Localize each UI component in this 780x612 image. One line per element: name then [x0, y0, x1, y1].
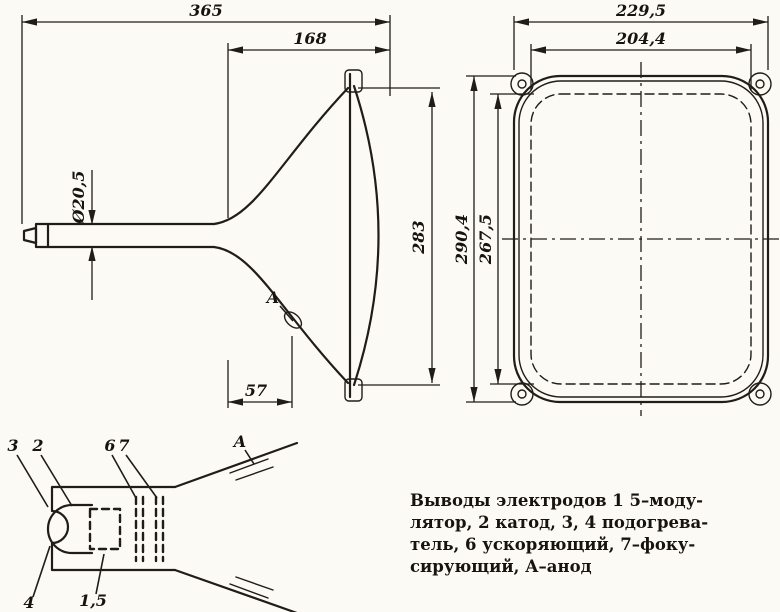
dim-label-overall-height: 290,4: [452, 214, 471, 265]
gun-pin: [22, 226, 38, 245]
ear-hole-bottom-right: [755, 389, 765, 399]
mounting-lug-top: [344, 69, 363, 93]
dim-label-anode-offset: 57: [245, 381, 267, 400]
pin-label-1-5: 1,5: [79, 591, 107, 610]
caption-line-3: тель, 6 ускоряющий, 7–фоку-: [410, 535, 696, 554]
dim-label-useful-height: 267,5: [476, 214, 495, 265]
leader-pin-6: [111, 454, 137, 499]
pin-label-anode: A: [232, 432, 246, 451]
pin-label-7: 7: [118, 436, 129, 455]
pin-label-3: 3: [7, 436, 18, 455]
ear-top-right: [748, 72, 772, 96]
cone-bottom-line: [212, 245, 350, 385]
ear-hole-top-right: [755, 79, 765, 89]
pin-label-2: 2: [31, 436, 43, 455]
ear-bottom-right: [748, 382, 772, 406]
ear-hole-top-left: [517, 79, 527, 89]
anode-coating-bottom-a: [229, 583, 269, 599]
side-view: [22, 69, 380, 402]
cone-top-line: [212, 86, 350, 226]
pin-label-6: 6: [104, 436, 115, 455]
screen-bulge: [352, 84, 380, 387]
electrode-caption: Выводы электродов 1 5–моду- лятор, 2 кат…: [410, 490, 776, 578]
pin-label-4: 4: [23, 593, 34, 612]
anode-leader-line: [279, 305, 294, 322]
leader-pin-7: [125, 454, 158, 499]
leader-anode: [244, 449, 255, 465]
cathode-sleeve: [46, 503, 94, 555]
dim-label-overall-width: 229,5: [615, 1, 666, 20]
pin-diagram: 3 2 6 7 A 4 1,5: [7, 432, 299, 612]
dim-label-overall-length: 365: [189, 1, 222, 20]
front-view: [502, 62, 780, 416]
front-view-dimensions: 229,5 204,4 290,4 267,5: [452, 1, 769, 403]
anode-label-side-view: A: [265, 288, 279, 307]
gun-envelope: [50, 485, 177, 572]
dim-label-useful-width: 204,4: [615, 29, 666, 48]
leader-pin-3: [16, 454, 49, 508]
dim-label-cone-length: 168: [293, 29, 326, 48]
anode-coating-top-a: [229, 458, 269, 474]
base-cap: [34, 222, 50, 249]
caption-line-2: лятор, 2 катод, 3, 4 подогрева-: [410, 513, 709, 532]
leader-pin-2: [40, 454, 73, 507]
anode-coating-bottom-b: [235, 576, 274, 591]
side-view-dimensions: 365 168 Ø20,5 283 57 A: [21, 1, 440, 408]
cone-flare-bottom: [173, 568, 298, 612]
caption-line-1: Выводы электродов 1 5–моду-: [410, 491, 704, 510]
anode-coating-top-b: [235, 466, 274, 481]
ear-hole-bottom-left: [517, 389, 527, 399]
caption-line-4: сирующий, А–анод: [410, 557, 592, 576]
dim-label-screen-height: 283: [409, 220, 428, 254]
modulator-cup: [88, 507, 122, 551]
leader-pin-4: [32, 545, 51, 598]
dim-label-neck-diameter: Ø20,5: [69, 171, 88, 225]
mounting-lug-bottom: [344, 378, 363, 402]
leader-pin-1-5: [95, 553, 105, 595]
cone-flare-top: [173, 441, 299, 489]
